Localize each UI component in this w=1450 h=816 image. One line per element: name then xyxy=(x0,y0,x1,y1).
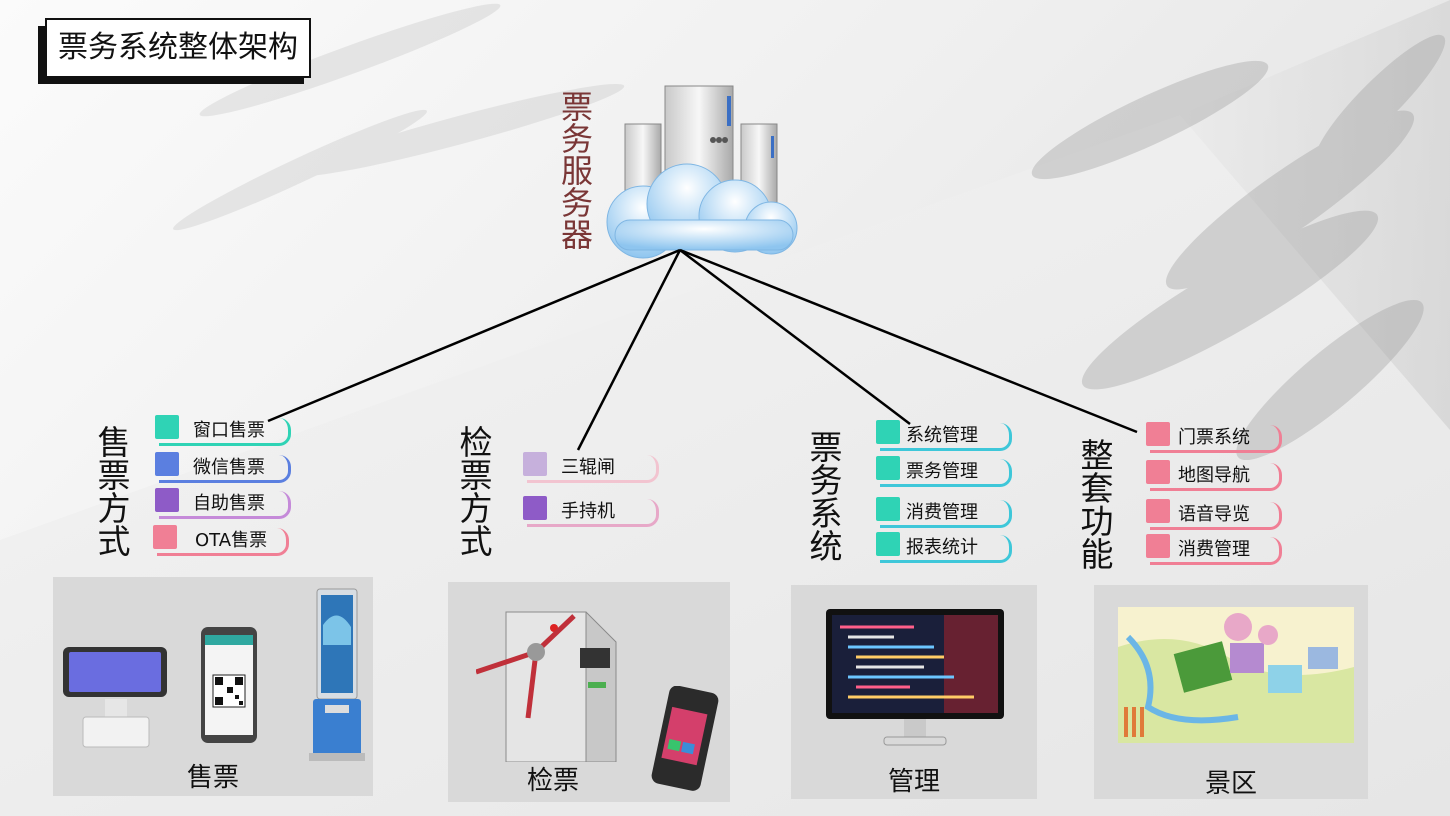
feature-item: 手持机 xyxy=(523,496,659,527)
group-label-checking: 检票方式 xyxy=(454,425,493,557)
feature-item: 自助售票 xyxy=(155,488,291,519)
panel-caption-sales: 售票 xyxy=(186,763,239,793)
feature-item: OTA售票 xyxy=(153,525,289,556)
feature-item: 三辊闸 xyxy=(523,452,659,483)
pos-terminal-icon xyxy=(63,647,167,748)
feature-item: 消费管理 xyxy=(1146,534,1282,565)
monitor-code-icon xyxy=(826,609,1004,746)
self-service-kiosk-icon xyxy=(309,588,365,761)
feature-item: 票务管理 xyxy=(876,456,1012,487)
panel-management: 管理 xyxy=(791,585,1037,799)
panel-caption-checking: 检票 xyxy=(526,766,579,796)
feature-item: 窗口售票 xyxy=(155,415,291,446)
server-label: 票务服务器 xyxy=(556,90,594,250)
server-cloud-icon xyxy=(606,85,798,259)
group-label-ticket-system: 票务系统 xyxy=(804,430,843,562)
feature-item: 消费管理 xyxy=(876,497,1012,528)
panel-checking: 检票 xyxy=(448,582,730,802)
feature-item: 门票系统 xyxy=(1146,422,1282,453)
group-label-sales: 售票方式 xyxy=(92,425,131,557)
panel-caption-management: 管理 xyxy=(887,767,940,797)
feature-item: 微信售票 xyxy=(155,452,291,483)
panel-scenic-area: 景区 xyxy=(1094,585,1368,799)
tripod-turnstile-icon xyxy=(476,611,617,762)
panel-caption-scenic-area: 景区 xyxy=(1204,769,1257,799)
phone-qr-icon xyxy=(201,627,257,743)
feature-item: 报表统计 xyxy=(876,532,1012,563)
scenic-map-image xyxy=(1118,607,1354,743)
feature-item: 系统管理 xyxy=(876,420,1012,451)
handheld-terminal-icon xyxy=(651,686,719,791)
panel-sales: 售票 xyxy=(53,577,373,796)
feature-item: 语音导览 xyxy=(1146,499,1282,530)
page-title: 票务系统整体架构 xyxy=(45,18,311,78)
group-label-full-features: 整套功能 xyxy=(1075,438,1114,570)
feature-item: 地图导航 xyxy=(1146,460,1282,491)
